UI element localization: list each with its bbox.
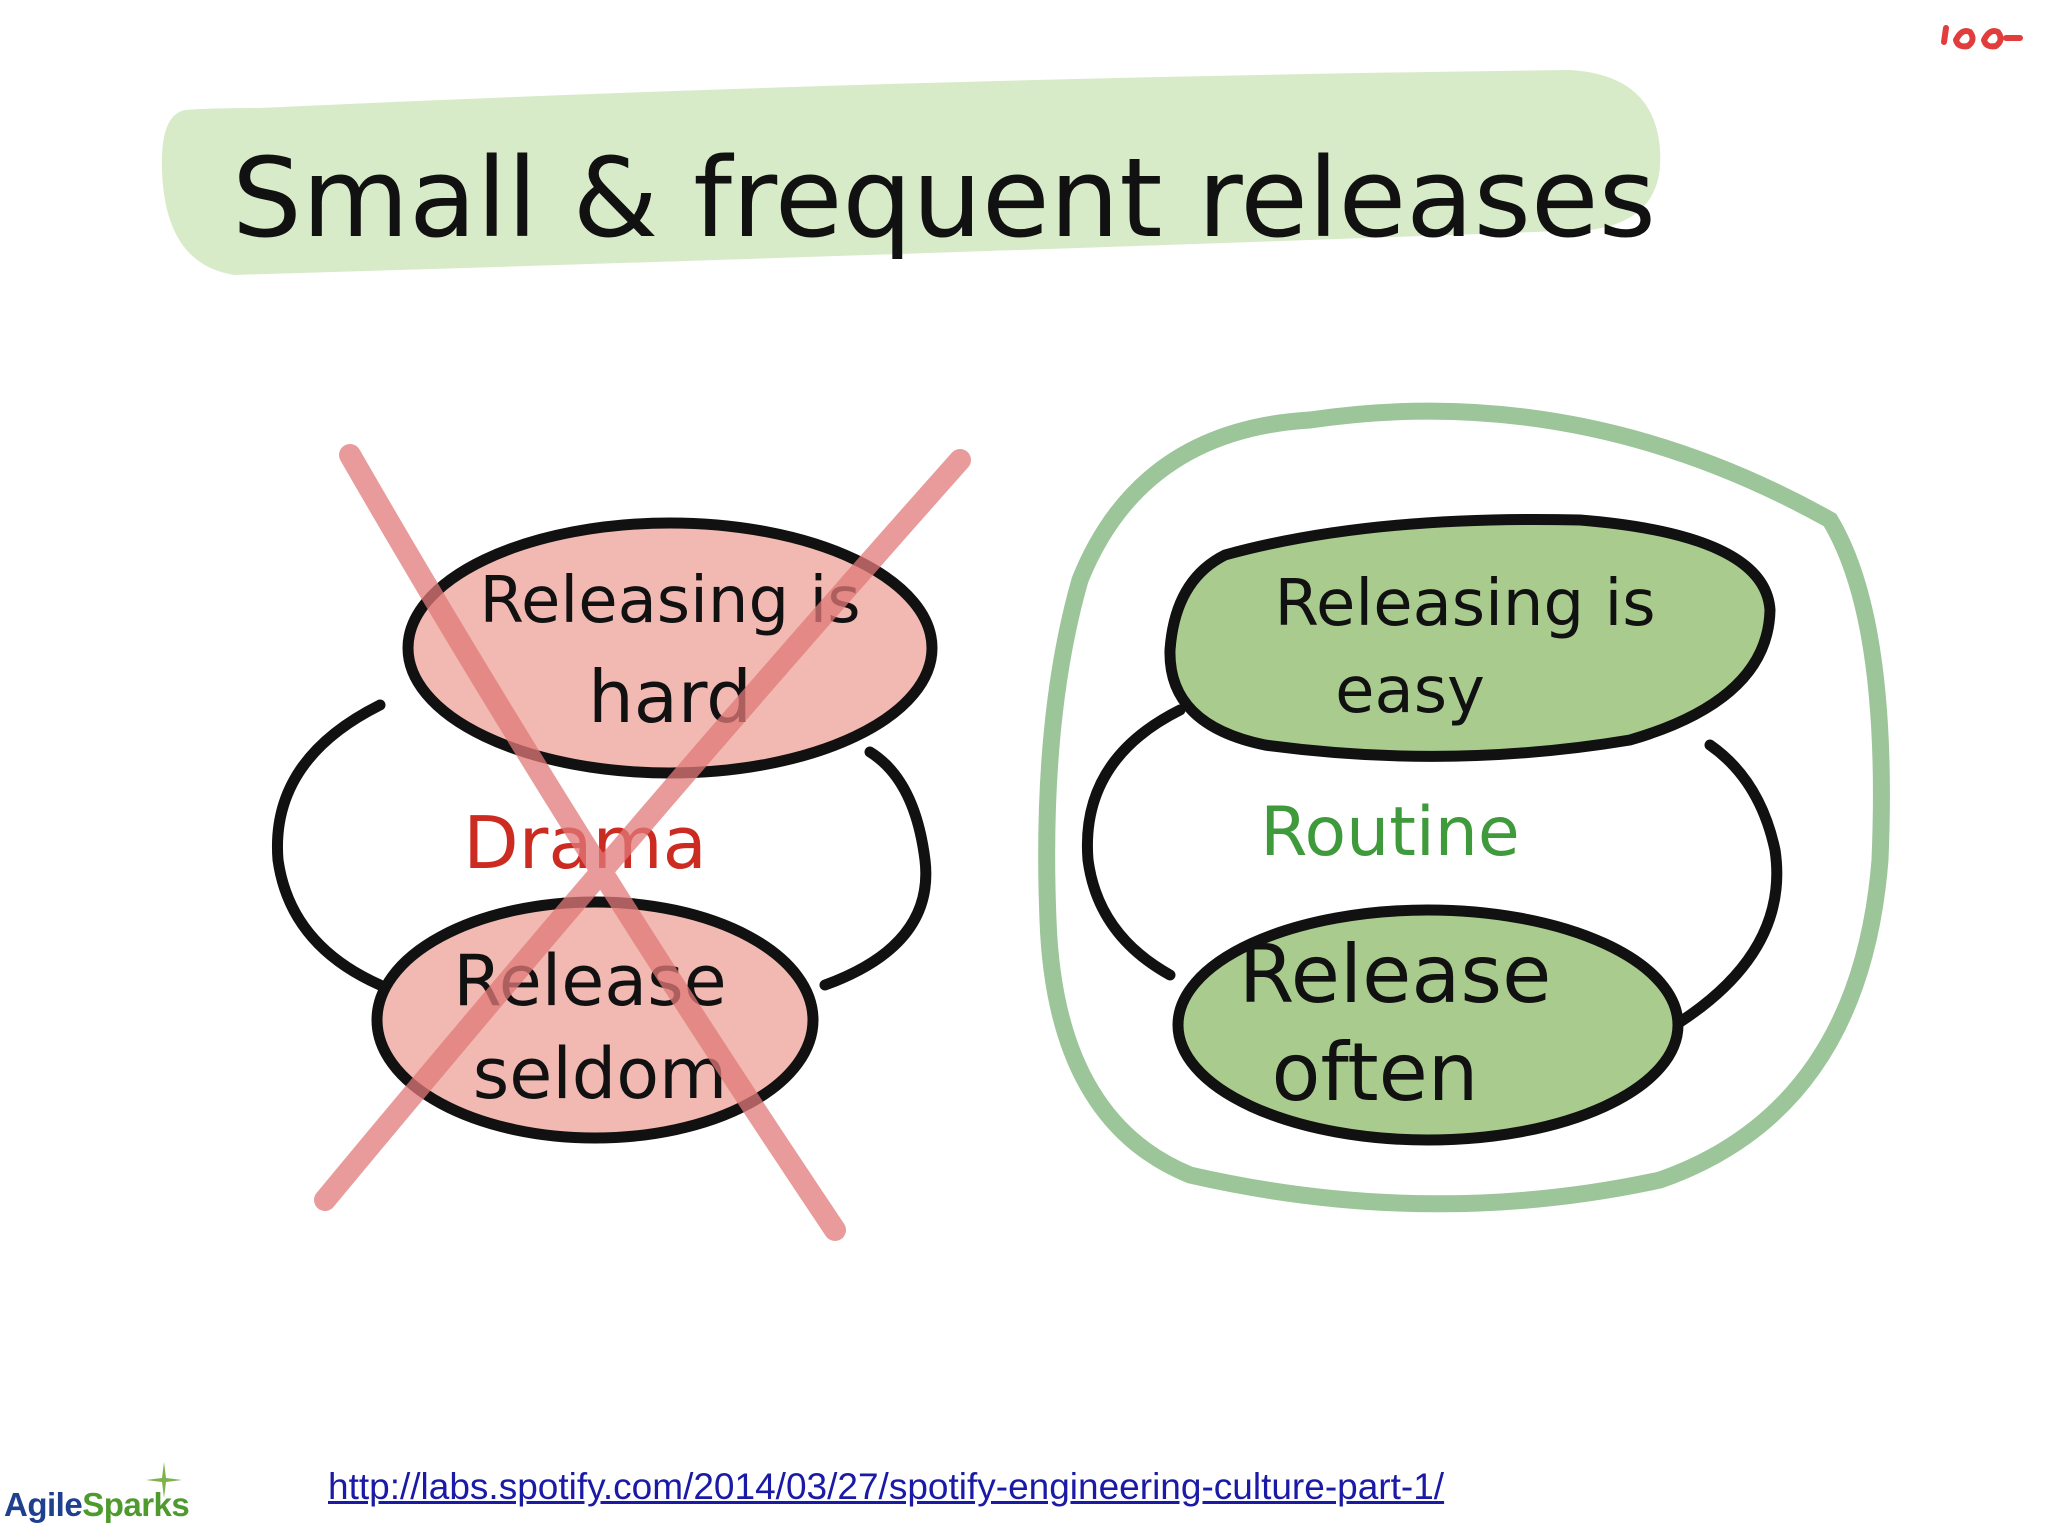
good-cycle-arrow-left bbox=[1081, 704, 1186, 981]
logo-text-agile: Agile bbox=[4, 1486, 83, 1523]
bad-top-node-line1: Releasing is bbox=[479, 564, 860, 638]
good-top-node-line1: Releasing is bbox=[1274, 567, 1655, 641]
good-cycle-label: Routine bbox=[1260, 793, 1519, 872]
good-bottom-node bbox=[1172, 904, 1684, 1146]
source-link[interactable]: http://labs.spotify.com/2014/03/27/spoti… bbox=[328, 1466, 1445, 1507]
good-top-node-line2: easy bbox=[1335, 654, 1485, 728]
bad-bottom-node-line2: seldom bbox=[473, 1033, 727, 1115]
good-cycle: Releasing is easy Release often Routine bbox=[1038, 402, 1890, 1213]
good-bottom-node-line2: often bbox=[1272, 1026, 1479, 1119]
bad-cycle-arrow-right bbox=[819, 746, 932, 991]
good-bottom-node-line1: Release bbox=[1239, 928, 1552, 1021]
good-cycle-arrow-right bbox=[1674, 739, 1783, 1028]
good-cycle-halo bbox=[1038, 402, 1890, 1213]
bad-top-node bbox=[402, 517, 938, 779]
cross-out-icon bbox=[314, 444, 971, 1241]
title-highlight-band bbox=[161, 70, 1661, 275]
logo-text-sparks: Sparks bbox=[82, 1486, 190, 1523]
bad-cycle-arrow-left bbox=[271, 699, 386, 991]
bad-cycle: Releasing is hard Release seldom Drama bbox=[271, 444, 971, 1241]
page-title: Small & frequent releases bbox=[232, 134, 1656, 262]
good-top-node bbox=[1164, 513, 1776, 762]
bad-bottom-node bbox=[371, 896, 819, 1144]
sparkle-icon bbox=[146, 1462, 182, 1498]
agilesparks-logo: AgileSparks bbox=[4, 1462, 234, 1534]
corner-mark-icon bbox=[1941, 25, 2023, 50]
